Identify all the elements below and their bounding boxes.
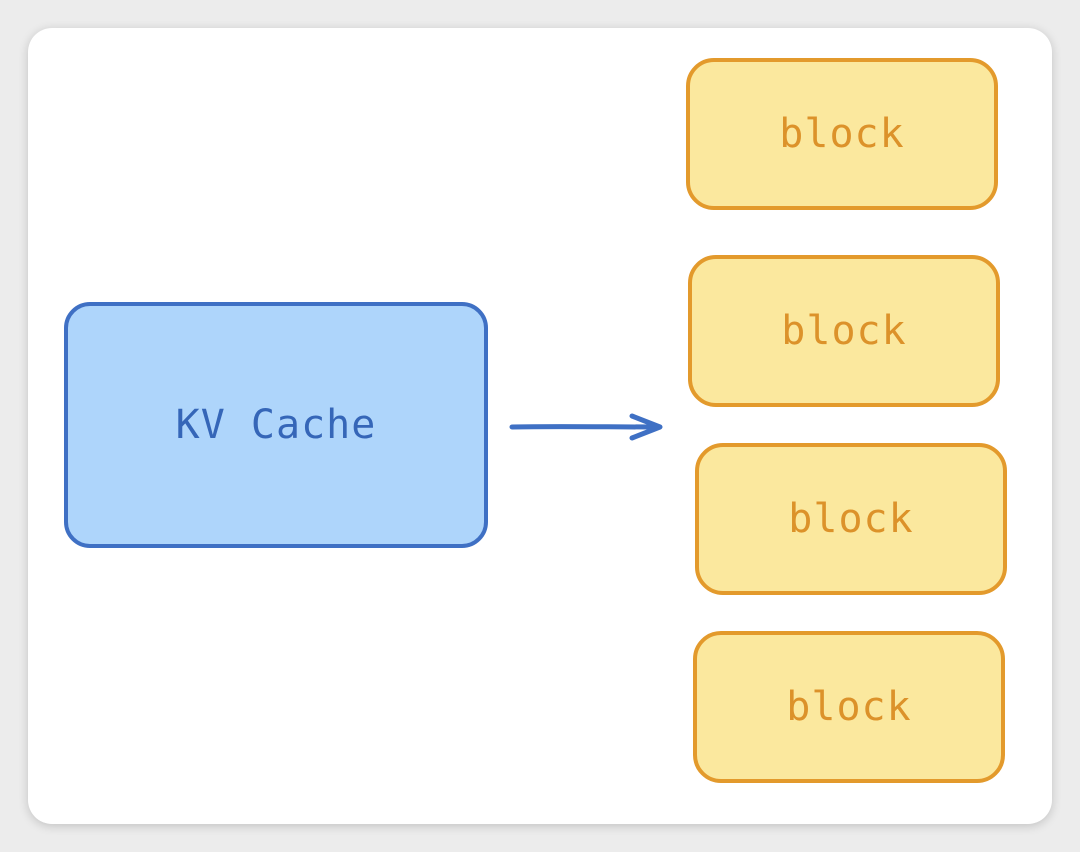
block-label: block [779, 111, 905, 157]
block-label: block [788, 496, 914, 542]
block-label: block [786, 684, 912, 730]
block-node-1: block [686, 58, 998, 210]
block-node-2: block [688, 255, 1000, 407]
arrow-icon [509, 413, 663, 441]
kv-cache-label: KV Cache [175, 402, 377, 448]
kv-cache-node: KV Cache [64, 302, 488, 548]
block-node-3: block [695, 443, 1007, 595]
block-label: block [781, 308, 907, 354]
block-node-4: block [693, 631, 1005, 783]
